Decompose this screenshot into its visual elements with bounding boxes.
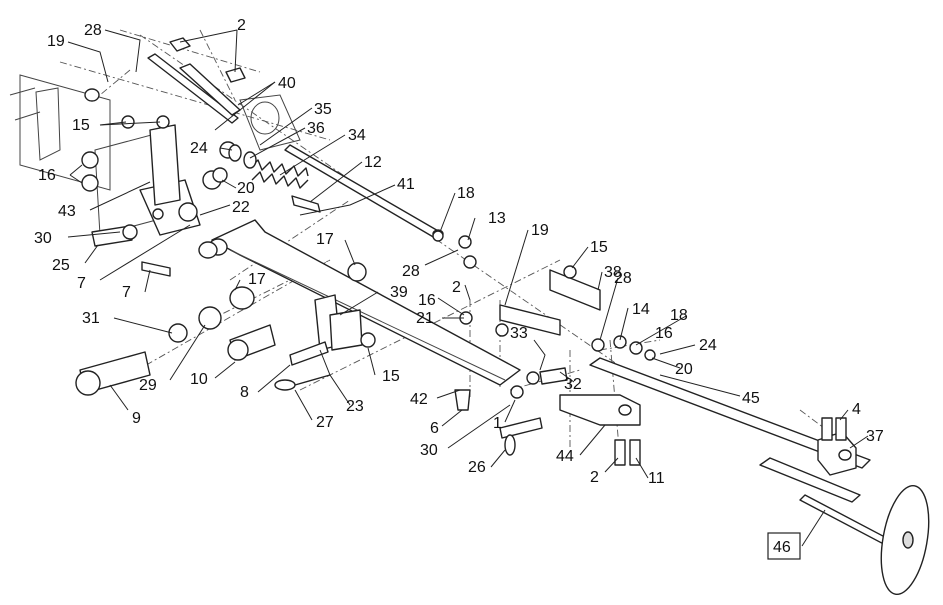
label-30: 30 xyxy=(34,230,52,247)
label-24: 24 xyxy=(190,140,208,157)
label-38: 38 xyxy=(604,264,622,281)
label-36: 36 xyxy=(307,120,325,137)
label-24: 24 xyxy=(699,337,717,354)
label-17: 17 xyxy=(248,271,266,288)
label-20: 20 xyxy=(237,180,255,197)
label-42: 42 xyxy=(410,391,428,408)
label-43: 43 xyxy=(58,203,76,220)
label-22: 22 xyxy=(232,199,250,216)
label-2: 2 xyxy=(237,17,246,34)
label-10: 10 xyxy=(190,371,208,388)
label-1: 1 xyxy=(493,415,502,432)
label-39: 39 xyxy=(390,284,408,301)
label-34: 34 xyxy=(348,127,366,144)
bracket-42 xyxy=(314,294,363,351)
label-40: 40 xyxy=(278,75,296,92)
label-14: 14 xyxy=(632,301,650,318)
label-13: 13 xyxy=(488,210,506,227)
label-16: 16 xyxy=(655,325,673,342)
label-37: 37 xyxy=(866,428,884,445)
label-9: 9 xyxy=(132,410,141,427)
label-33: 33 xyxy=(510,325,528,342)
label-30: 30 xyxy=(420,442,438,459)
main-arm-39 xyxy=(198,219,521,386)
label-2: 2 xyxy=(452,279,461,296)
label-44: 44 xyxy=(556,448,574,465)
label-18: 18 xyxy=(670,307,688,324)
scraper-arm-44 xyxy=(559,394,641,426)
label-19: 19 xyxy=(531,222,549,239)
label-25: 25 xyxy=(52,257,70,274)
nuts-and-washers xyxy=(81,88,656,399)
label-46: 46 xyxy=(773,539,791,556)
label-12: 12 xyxy=(364,154,382,171)
label-18: 18 xyxy=(457,185,475,202)
label-41: 41 xyxy=(397,176,415,193)
label-15: 15 xyxy=(382,368,400,385)
label-17: 17 xyxy=(316,231,334,248)
label-23: 23 xyxy=(346,398,364,415)
bolts xyxy=(75,37,847,466)
label-27: 27 xyxy=(316,414,334,431)
label-31: 31 xyxy=(82,310,100,327)
label-21: 21 xyxy=(416,310,434,327)
label-2: 2 xyxy=(590,469,599,486)
label-29: 29 xyxy=(139,377,157,394)
label-16: 16 xyxy=(38,167,56,184)
label-46-box xyxy=(767,532,801,560)
label-28: 28 xyxy=(84,22,102,39)
rail-40 xyxy=(147,53,241,124)
label-6: 6 xyxy=(430,420,439,437)
label-7: 7 xyxy=(122,284,131,301)
label-35: 35 xyxy=(314,101,332,118)
label-45: 45 xyxy=(742,390,760,407)
label-8: 8 xyxy=(240,384,249,401)
label-28: 28 xyxy=(402,263,420,280)
plate-38 xyxy=(499,269,601,336)
center-lines xyxy=(59,29,841,461)
label-32: 32 xyxy=(564,376,582,393)
label-19: 19 xyxy=(47,33,65,50)
callout-labels: 2 28 19 40 35 36 15 34 24 12 16 20 41 22… xyxy=(34,17,884,556)
bar-45 xyxy=(589,357,871,469)
label-4: 4 xyxy=(852,401,861,418)
label-28: 28 xyxy=(614,270,632,287)
label-15: 15 xyxy=(590,239,608,256)
spring-34 xyxy=(249,159,309,189)
label-26: 26 xyxy=(468,459,486,476)
blade-46 xyxy=(759,457,930,595)
label-7: 7 xyxy=(77,275,86,292)
label-16: 16 xyxy=(418,292,436,309)
label-11: 11 xyxy=(648,470,665,487)
label-20: 20 xyxy=(675,361,693,378)
leader-lines xyxy=(67,29,869,547)
bracket-43 xyxy=(139,124,201,236)
label-15: 15 xyxy=(72,117,90,134)
